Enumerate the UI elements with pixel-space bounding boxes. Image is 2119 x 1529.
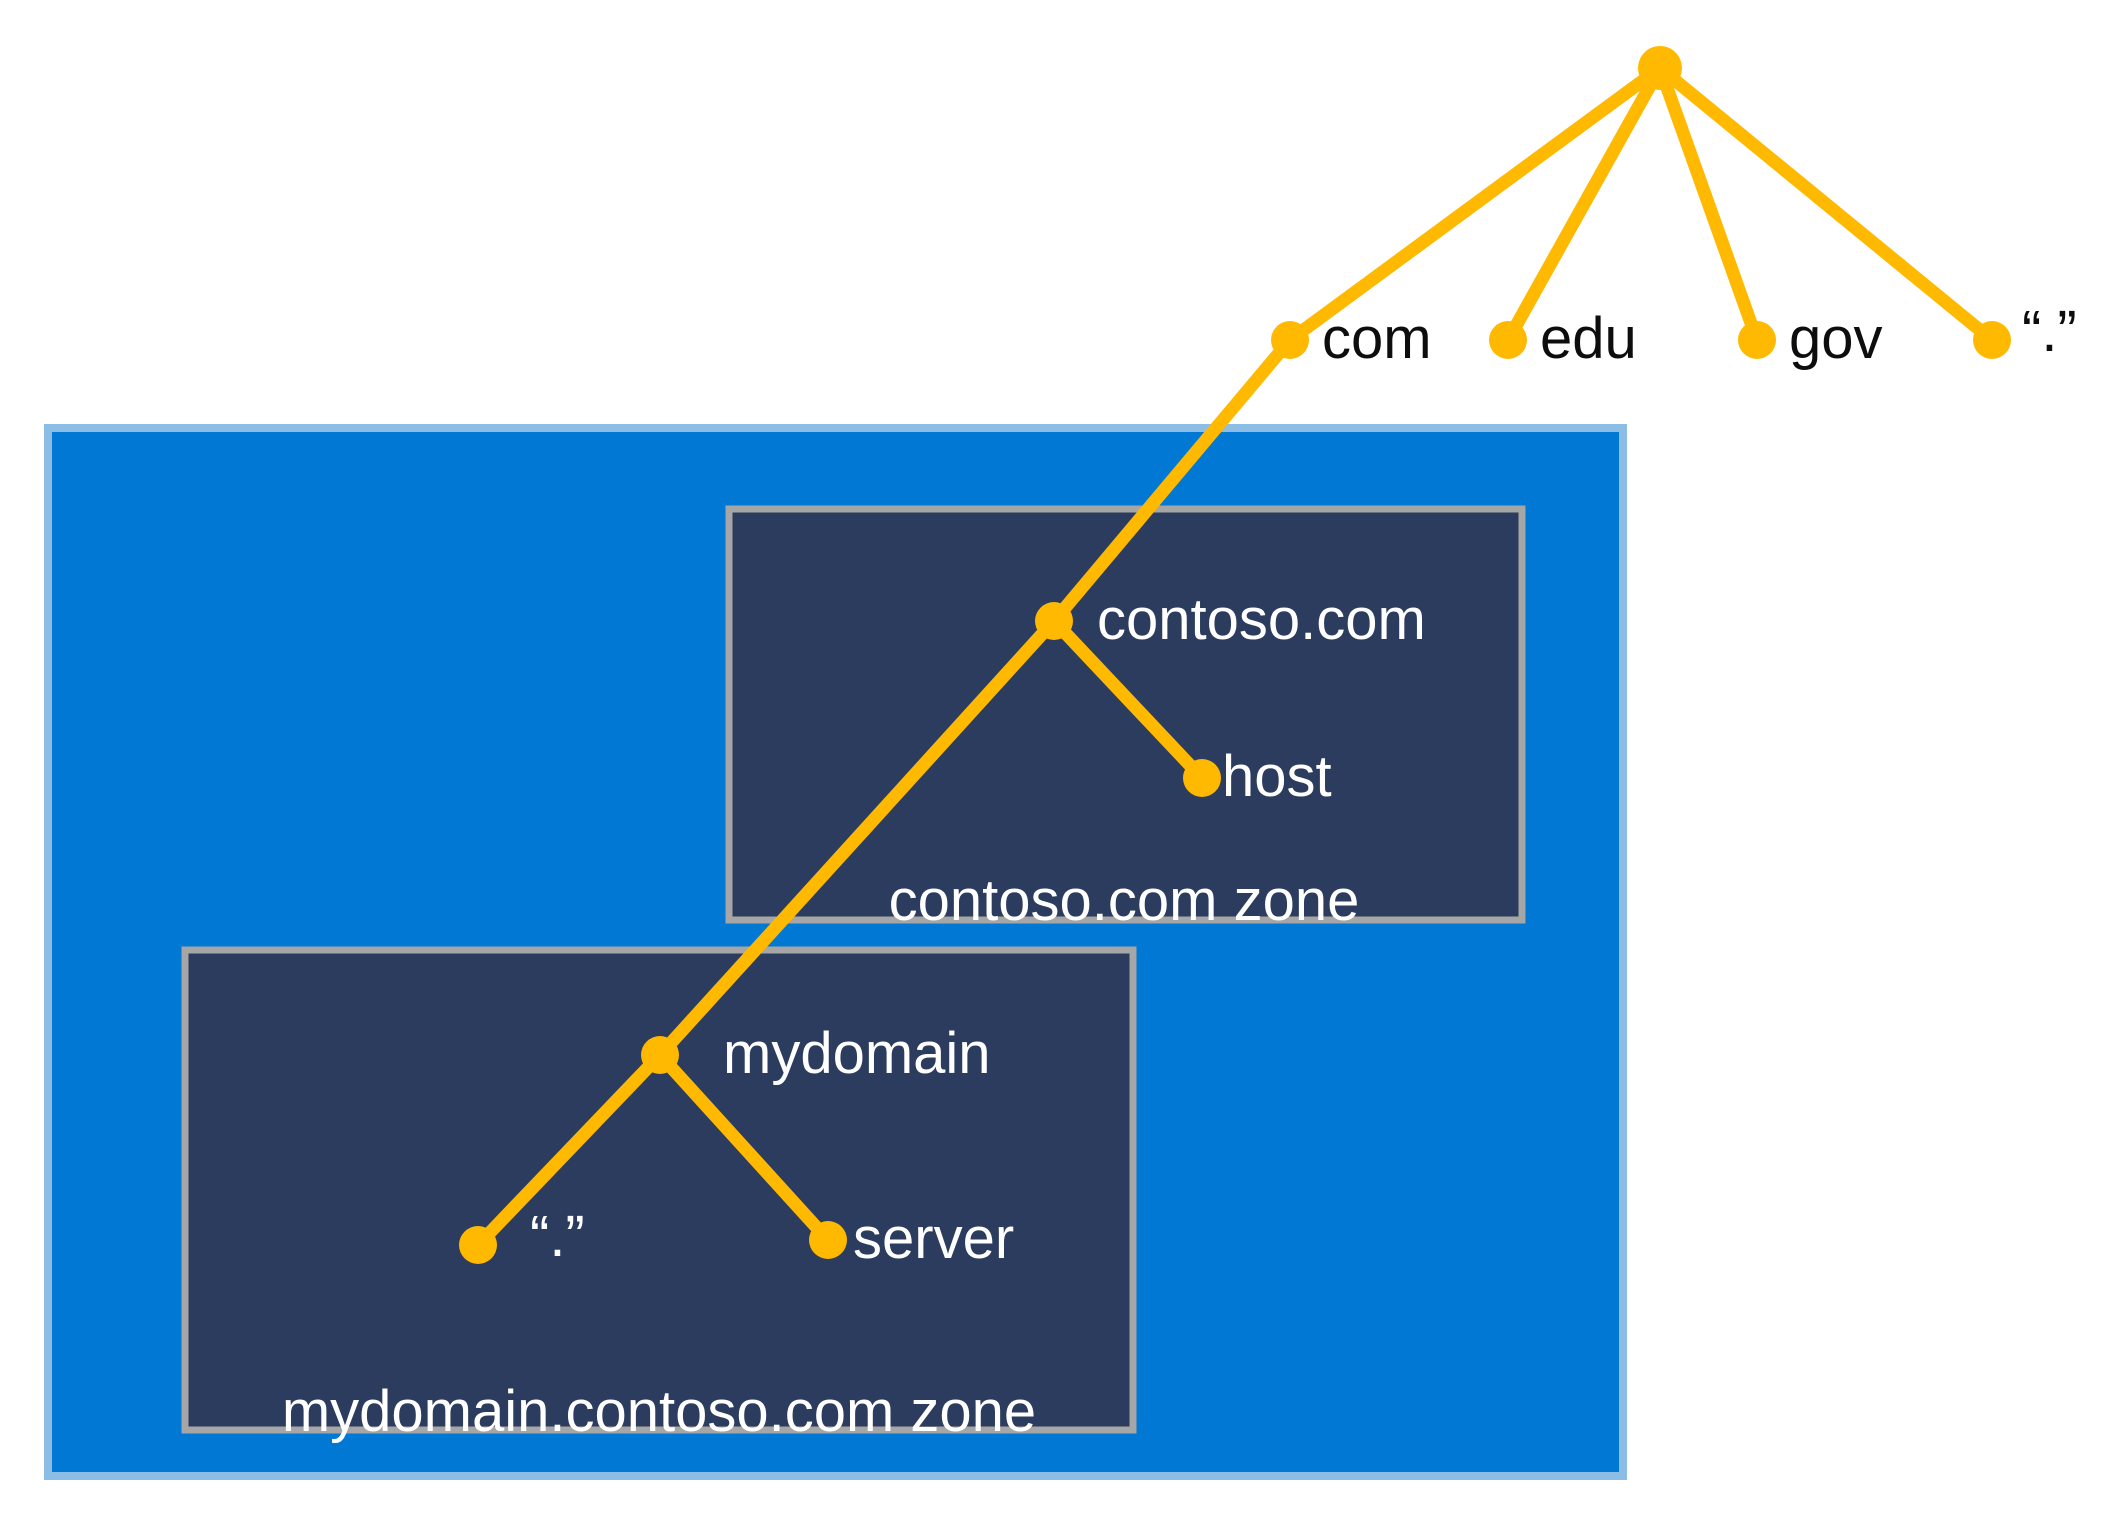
edge-root-edu	[1501, 61, 1667, 347]
edge-root-dot	[1653, 61, 1999, 347]
node-label-dot: “.”	[530, 1204, 585, 1269]
edge-mydomain-server	[653, 1048, 835, 1247]
mydomain-zone-box	[181, 946, 1137, 1434]
tree-node-gov[interactable]	[1738, 321, 1776, 359]
node-label-contoso-com: contoso.com	[1097, 587, 1426, 652]
node-label-edu: edu	[1540, 306, 1637, 371]
edge-root-gov	[1653, 61, 1764, 347]
node-label-server: server	[853, 1206, 1015, 1271]
tree-node-host[interactable]	[1183, 759, 1221, 797]
tree-node-mydomain[interactable]	[641, 1036, 679, 1074]
tree-node-root[interactable]	[1638, 46, 1682, 90]
mydomain-zone-box-caption: mydomain.contoso.com zone	[281, 1379, 1037, 1444]
node-label-root-dot: “.”	[2022, 299, 2077, 364]
edge-contoso-host	[1047, 614, 1209, 785]
edge-contoso-mydomain	[653, 614, 1061, 1062]
contoso-zone-box	[725, 505, 1526, 924]
edge-mydomain-dot	[471, 1048, 667, 1252]
contoso-zone-box-caption: contoso.com zone	[888, 868, 1360, 933]
tree-node-com[interactable]	[1271, 321, 1309, 359]
node-label-com: com	[1322, 306, 1432, 371]
tree-node-server[interactable]	[809, 1221, 847, 1259]
node-label-host: host	[1222, 744, 1332, 809]
node-label-mydomain: mydomain	[723, 1021, 991, 1086]
tree-node-contoso-com[interactable]	[1035, 602, 1073, 640]
edge-root-com	[1283, 61, 1667, 347]
tree-node-dot[interactable]	[459, 1226, 497, 1264]
node-label-gov: gov	[1789, 306, 1883, 371]
edge-com-contoso	[1047, 333, 1297, 628]
tree-node-edu[interactable]	[1489, 321, 1527, 359]
tree-node-root-dot[interactable]	[1973, 321, 2011, 359]
